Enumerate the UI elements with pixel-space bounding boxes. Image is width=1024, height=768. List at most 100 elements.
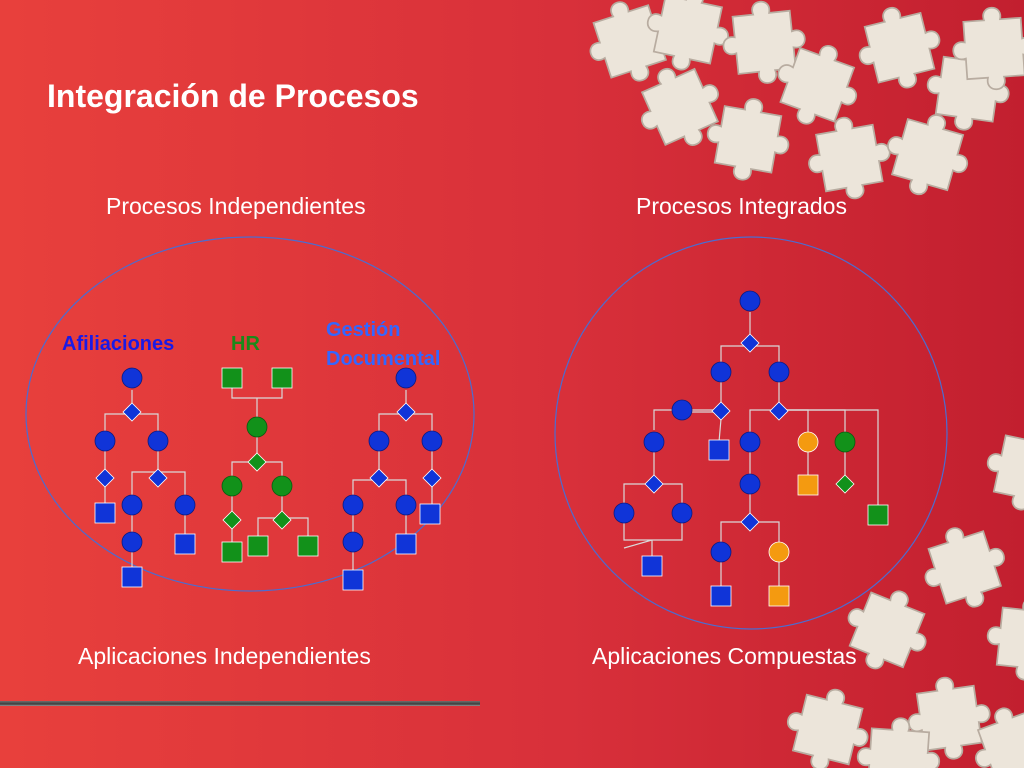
blue-diamond-node [740, 333, 760, 353]
puzzle-piece [982, 593, 1024, 685]
blue-diamond-node [396, 402, 416, 422]
gestion-documental-label: Gestión Documental [326, 316, 440, 374]
orange-circle-node [768, 541, 790, 563]
flow-connector [132, 413, 159, 433]
puzzle-piece [801, 109, 898, 207]
flow-connector [750, 345, 780, 363]
hr-label: HR [231, 333, 260, 355]
left-heading: Procesos Independientes [106, 193, 366, 219]
blue-square-node [395, 533, 417, 555]
green-diamond-node [247, 452, 267, 472]
blue-circle-node [395, 494, 417, 516]
orange-square-node [797, 474, 819, 496]
blue-circle-node [739, 431, 761, 453]
gestion-label-line2: Documental [326, 348, 441, 370]
blue-square-node [419, 503, 441, 525]
left-footer: Aplicaciones Independientes [78, 643, 371, 669]
blue-circle-node [395, 367, 417, 389]
flow-nodes [94, 290, 889, 607]
right-heading: Procesos Integrados [636, 193, 847, 219]
flow-connector [352, 479, 379, 497]
blue-square-node [710, 585, 732, 607]
green-circle-node [221, 475, 243, 497]
flow-connector [750, 521, 780, 543]
green-square-node [271, 367, 293, 389]
flow-connector [378, 413, 406, 433]
orange-circle-node [797, 431, 819, 453]
blue-square-node [121, 566, 143, 588]
blue-diamond-node [122, 402, 142, 422]
blue-circle-node [368, 430, 390, 452]
right-footer: Aplicaciones Compuestas [592, 643, 857, 669]
flow-connector [158, 471, 186, 497]
page-title: Integración de Procesos [47, 78, 419, 114]
flow-connector [720, 521, 750, 543]
blue-circle-node [121, 531, 143, 553]
green-square-node [247, 535, 269, 557]
blue-circle-node [174, 494, 196, 516]
afiliaciones-label: Afiliaciones [62, 333, 175, 355]
puzzle-piece [978, 420, 1024, 519]
green-square-node [867, 504, 889, 526]
flow-connector [282, 517, 309, 540]
blue-circle-node [739, 290, 761, 312]
flow-connector [623, 522, 653, 549]
blue-square-node [342, 569, 364, 591]
blue-circle-node [94, 430, 116, 452]
blue-circle-node [768, 361, 790, 383]
flow-connector [749, 409, 779, 432]
flow-connector [779, 409, 879, 432]
flow-connector [653, 409, 721, 430]
flow-connector [406, 413, 433, 433]
flow-connector [104, 413, 132, 433]
green-circle-node [271, 475, 293, 497]
flow-connector [257, 517, 282, 540]
flow-connector [131, 471, 158, 497]
flow-connector [379, 479, 407, 497]
blue-diamond-node [769, 401, 789, 421]
flow-connector [718, 418, 722, 443]
green-diamond-node [272, 510, 292, 530]
blue-square-node [94, 502, 116, 524]
blue-diamond-node [369, 468, 389, 488]
green-diamond-node [835, 474, 855, 494]
blue-circle-node [147, 430, 169, 452]
blue-diamond-node [148, 468, 168, 488]
green-circle-node [246, 416, 268, 438]
green-square-node [221, 367, 243, 389]
blue-circle-node [121, 367, 143, 389]
flow-connector [779, 409, 846, 432]
blue-circle-node [671, 399, 693, 421]
blue-circle-node [643, 431, 665, 453]
blue-diamond-node [422, 468, 442, 488]
flow-connector [623, 483, 654, 505]
scope-ellipses [25, 236, 948, 630]
blue-circle-node [421, 430, 443, 452]
blue-diamond-node [740, 512, 760, 532]
green-circle-node [834, 431, 856, 453]
blue-circle-node [739, 473, 761, 495]
blue-circle-node [342, 531, 364, 553]
blue-circle-node [342, 494, 364, 516]
flow-connector [720, 345, 750, 363]
puzzle-piece [912, 515, 1018, 620]
scope-ellipse [554, 236, 948, 630]
blue-circle-node [121, 494, 143, 516]
footer-divider [0, 701, 480, 706]
green-diamond-node [222, 510, 242, 530]
green-square-node [221, 541, 243, 563]
scope-ellipse [25, 236, 475, 592]
puzzle-piece [699, 91, 797, 188]
orange-square-node [768, 585, 790, 607]
gestion-label-line1: Gestión [326, 319, 401, 341]
flow-connectors [104, 312, 879, 586]
blue-circle-node [710, 541, 732, 563]
blue-square-node [174, 533, 196, 555]
blue-circle-node [710, 361, 732, 383]
blue-square-node [641, 555, 663, 577]
blue-diamond-node [644, 474, 664, 494]
green-square-node [297, 535, 319, 557]
blue-diamond-node [95, 468, 115, 488]
blue-diamond-node [711, 401, 731, 421]
